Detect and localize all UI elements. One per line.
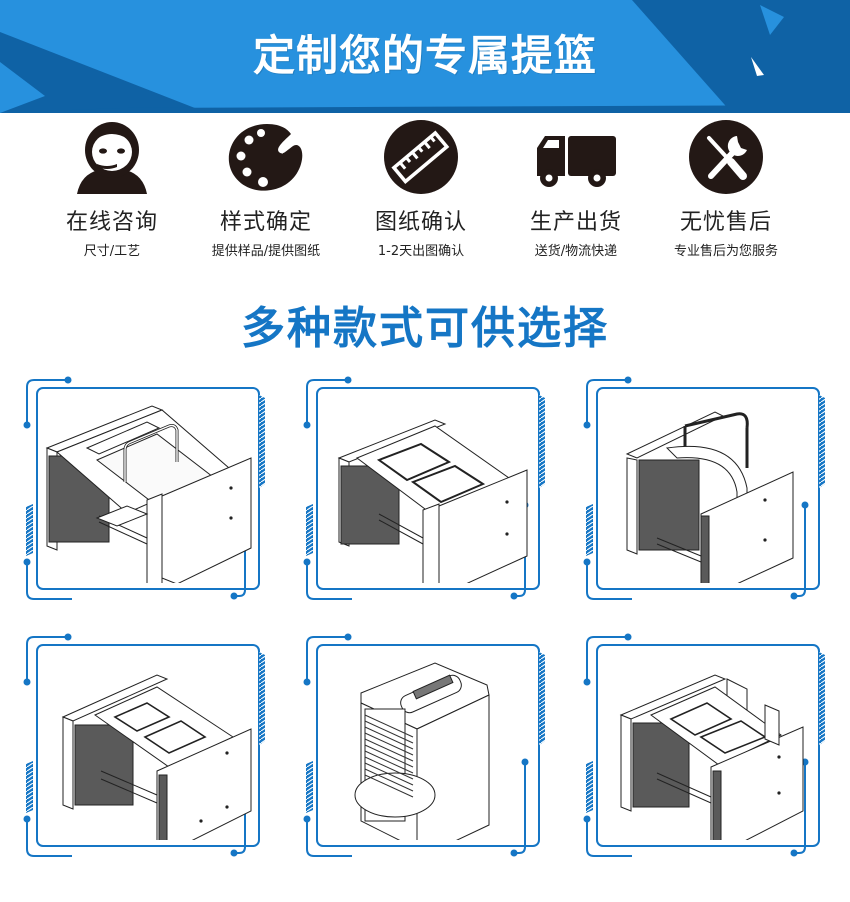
palette-icon	[228, 124, 303, 191]
product-card[interactable]	[295, 370, 555, 605]
service-features: 在线咨询 尺寸/工艺 样式确定 提供样品/提供图纸	[0, 118, 850, 268]
feature-subtitle: 送货/物流快递	[534, 244, 618, 259]
feature-subtitle: 1-2天出图确认	[377, 244, 465, 259]
product-card[interactable]	[575, 370, 835, 605]
ruler-icon	[384, 120, 458, 194]
product-drawing-arc-handle-basket	[625, 411, 794, 583]
feature-online-consult: 在线咨询 尺寸/工艺	[32, 118, 192, 259]
header-banner: 定制您的专属提篮	[0, 0, 850, 113]
feature-title: 无忧售后	[679, 210, 772, 235]
feature-title: 生产出货	[529, 210, 622, 235]
banner-background-shapes	[0, 0, 850, 113]
feature-title: 样式确定	[219, 210, 312, 235]
product-drawing-enclosed-box	[354, 662, 490, 840]
feature-production-shipping: 生产出货 送货/物流快递	[496, 118, 656, 259]
feature-subtitle: 专业售后为您服务	[673, 244, 778, 259]
product-card[interactable]	[15, 627, 275, 862]
section-title: 多种款式可供选择	[241, 303, 609, 354]
product-drawing-open-side-basket	[619, 674, 804, 840]
product-card[interactable]	[15, 370, 275, 605]
feature-subtitle: 尺寸/工艺	[83, 244, 141, 259]
truck-icon	[537, 136, 616, 187]
feature-after-sales: 无忧售后 专业售后为您服务	[646, 118, 806, 259]
feature-drawing-confirm: 图纸确认 1-2天出图确认	[341, 118, 501, 259]
product-drawing-double-tray-basket	[337, 419, 528, 583]
feature-title: 在线咨询	[65, 210, 158, 235]
product-card[interactable]	[295, 627, 555, 862]
feature-style-confirm: 样式确定 提供样品/提供图纸	[186, 118, 346, 259]
banner-title: 定制您的专属提篮	[252, 31, 597, 80]
product-drawing-frame-tray-basket	[61, 674, 252, 840]
feature-title: 图纸确认	[374, 210, 467, 235]
tools-icon	[689, 120, 763, 194]
customer-service-icon	[77, 122, 147, 194]
product-card[interactable]	[575, 627, 835, 862]
feature-subtitle: 提供样品/提供图纸	[211, 244, 321, 259]
product-drawing-handle-basket	[45, 405, 252, 583]
